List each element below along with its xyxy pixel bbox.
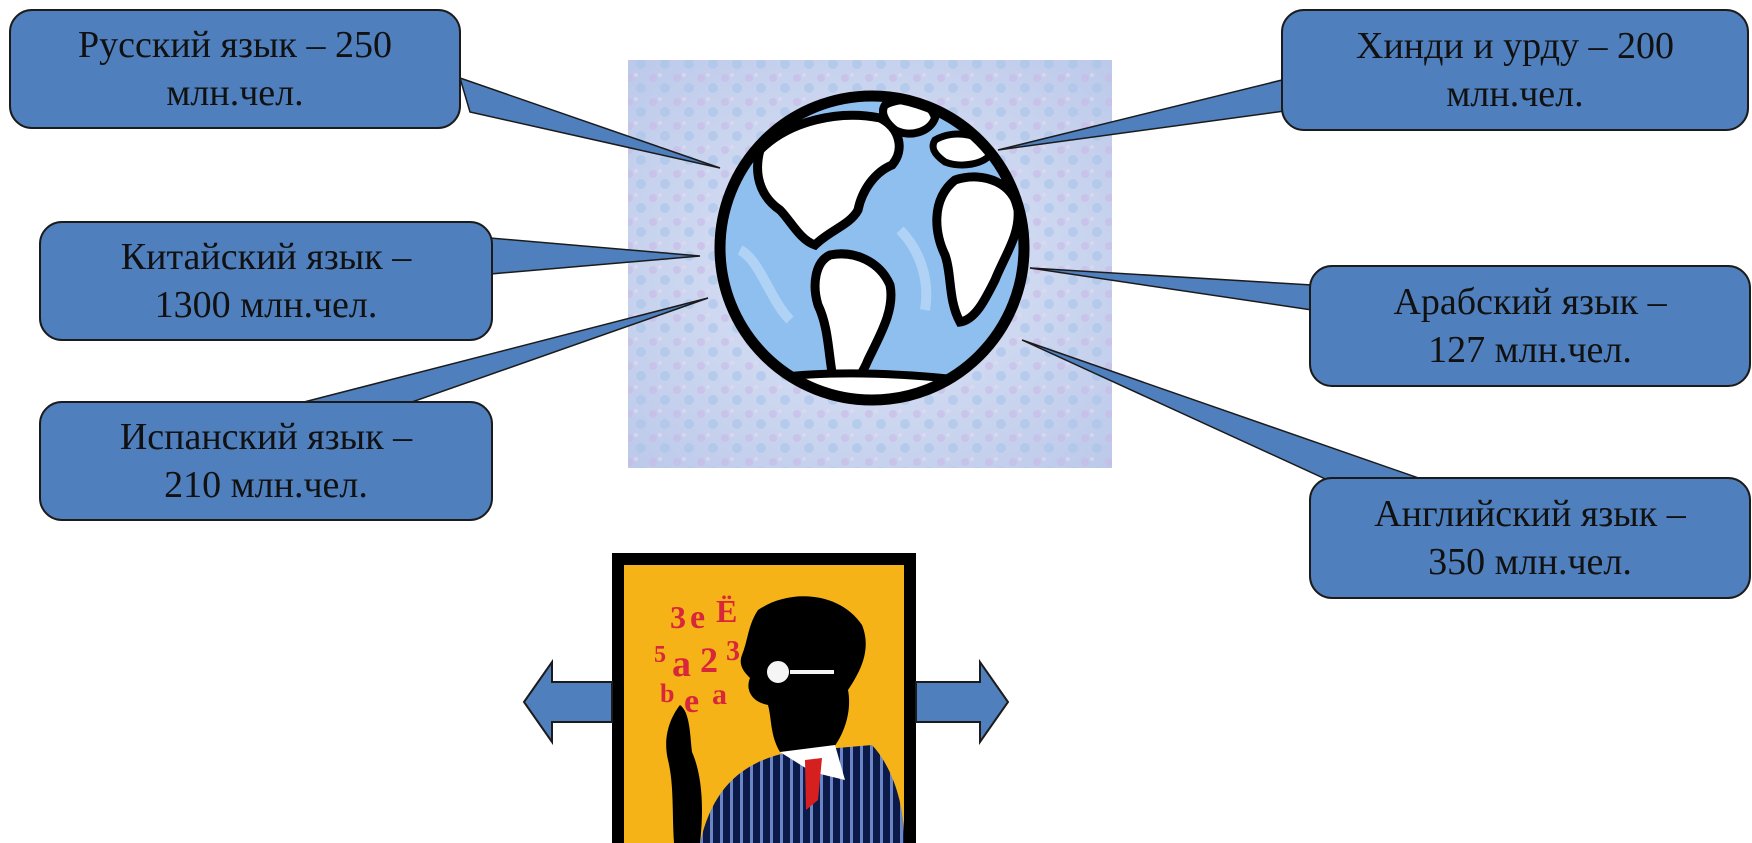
- callout-spanish-line1: Испанский язык –: [119, 416, 413, 458]
- callout-chinese-line2: 1300 млн.чел.: [154, 284, 378, 326]
- callout-box-chinese: [39, 221, 493, 341]
- speaker-letter: Ё: [716, 593, 737, 629]
- callout-hindi-line2: млн.чел.: [1446, 73, 1584, 115]
- callout-spanish: Испанский язык – 210 млн.чел.: [40, 402, 492, 520]
- speaker-letter: e: [690, 599, 705, 636]
- callout-english-line1: Английский язык –: [1374, 493, 1686, 535]
- speaker-letter: a: [712, 678, 727, 711]
- callout-spanish-line2: 210 млн.чел.: [164, 464, 368, 506]
- callout-english: Английский язык – 350 млн.чел.: [1310, 478, 1750, 598]
- callout-russian: Русский язык – 250 млн.чел.: [10, 10, 460, 128]
- callout-box-hindi: [1281, 9, 1749, 131]
- north-america-shape: [753, 110, 904, 251]
- speaker-letter: 3: [670, 599, 686, 635]
- glasses-lens: [763, 657, 793, 687]
- speaker-suit: [700, 745, 905, 843]
- callout-russian-line1: Русский язык – 250: [78, 24, 392, 66]
- callout-english-line2: 350 млн.чел.: [1428, 541, 1632, 583]
- speaker-letter: b: [660, 679, 674, 708]
- callout-chinese: Китайский язык – 1300 млн.чел.: [40, 222, 492, 340]
- speaker-head: [740, 596, 866, 752]
- callout-box-arabic: [1309, 265, 1751, 387]
- callout-russian-line2: млн.чел.: [166, 72, 304, 114]
- callout-pointers: [303, 76, 1431, 483]
- speaker-letter: 3: [726, 636, 740, 667]
- speaker-illustration: 3 e Ё 5 a 2 3 b e a: [612, 553, 916, 843]
- callout-box-russian: [9, 9, 461, 129]
- speaker-letters: 3 e Ё 5 a 2 3 b e a: [654, 593, 740, 720]
- callout-arabic: Арабский язык – 127 млн.чел.: [1310, 266, 1750, 386]
- callout-arabic-line1: Арабский язык –: [1393, 281, 1667, 323]
- speaker-letter: e: [684, 683, 699, 720]
- callout-box-spanish: [39, 401, 493, 521]
- callout-arabic-line2: 127 млн.чел.: [1428, 329, 1632, 371]
- speaker-tie: [805, 758, 822, 810]
- right-arrow-icon: [915, 658, 1010, 746]
- callout-box-english: [1309, 477, 1751, 599]
- speaker-letter: a: [672, 643, 691, 685]
- ocean-highlights: [737, 226, 932, 324]
- speaker-hand: [666, 705, 703, 843]
- speaker-letter: 2: [700, 640, 718, 680]
- left-arrow-icon: [522, 658, 613, 746]
- callout-chinese-line1: Китайский язык –: [120, 236, 412, 278]
- globe-icon: [714, 90, 1030, 406]
- callout-hindi: Хинди и урду – 200 млн.чел.: [1282, 10, 1748, 130]
- callout-hindi-line1: Хинди и урду – 200: [1356, 25, 1674, 67]
- callout-boxes: [9, 9, 1751, 599]
- pointer-russian: [458, 76, 721, 169]
- speaker-letter: 5: [654, 642, 666, 668]
